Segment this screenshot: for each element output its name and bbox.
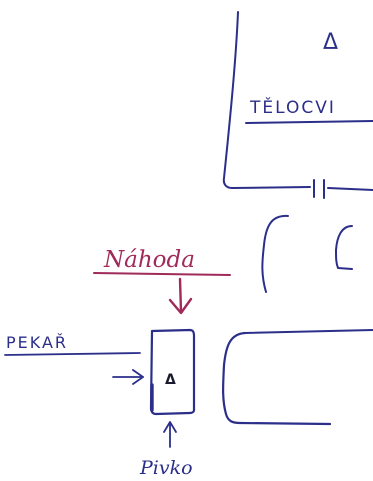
baker-label: PEKAŘ — [6, 333, 68, 352]
arrow-right-icon — [112, 369, 144, 385]
arrow-up-head — [163, 421, 177, 433]
middle-right-bracket — [335, 225, 353, 270]
gym-building-outline — [222, 11, 311, 189]
random-label-underline — [93, 272, 231, 276]
beer-label: Pivko — [139, 457, 193, 479]
random-label: Náhoda — [103, 247, 195, 273]
gym-building — [222, 11, 373, 199]
small-building-box — [149, 328, 196, 416]
middle-left-bracket — [261, 214, 289, 293]
middle-brackets — [261, 214, 353, 293]
right-building-top-edge — [244, 329, 373, 334]
gym-marker: Δ — [323, 30, 338, 55]
gym-building-bottom-right — [327, 187, 373, 191]
arrow-down-icon — [168, 277, 193, 315]
gym-name-label: TĚLOCVI — [249, 96, 336, 118]
arrow-down-shaft — [178, 277, 183, 314]
arrow-up-icon — [163, 421, 177, 448]
small-box-marker: Δ — [165, 372, 176, 388]
right-building-outline — [222, 331, 332, 426]
arrow-down-head — [168, 297, 193, 315]
baker-label-underline — [4, 352, 141, 356]
arrow-right-head — [132, 369, 144, 385]
gym-name-underline — [245, 120, 373, 124]
